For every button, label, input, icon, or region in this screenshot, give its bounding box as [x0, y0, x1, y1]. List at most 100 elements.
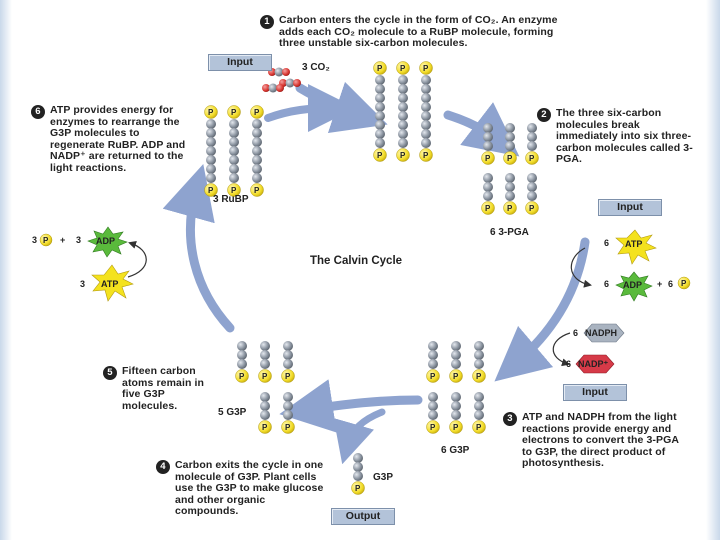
carbon-atom: [451, 401, 461, 411]
carbon-atom: [527, 191, 537, 201]
step-1-text: Carbon enters the cycle in the form of C…: [279, 14, 558, 49]
step-3-text: ATP and NADPH from the light reactions p…: [522, 411, 679, 469]
g3p-left-label: 5 G3P: [218, 407, 247, 418]
carbon-atom: [229, 146, 239, 156]
nadp-shape: [575, 354, 615, 374]
nadp-label: NADP⁺: [578, 359, 609, 369]
carbon-atom: [375, 129, 385, 139]
step-6-text: ATP provides energy for enzymes to rearr…: [50, 104, 186, 174]
phosphate-label: P: [254, 108, 260, 117]
phosphate-label: P: [262, 423, 268, 432]
phosphate-label: P: [285, 372, 291, 381]
arrow-g3p-to-left: [279, 379, 423, 433]
carbon-atom: [229, 155, 239, 165]
carbon-atom: [283, 359, 293, 369]
carbon-atom: [428, 341, 438, 351]
arrow-rubp-to-fixation: [264, 84, 356, 133]
phosphate-coefficient-left: 3: [32, 235, 37, 245]
phosphate-label: P: [507, 204, 513, 213]
cofactor-arrows: [127, 241, 592, 367]
carbon-atom: [474, 350, 484, 360]
phosphate-group: [204, 105, 218, 119]
carbon-atom: [375, 120, 385, 130]
carbon-atom: [474, 359, 484, 369]
phosphate-left: [39, 233, 53, 247]
phosphate-label: P: [529, 204, 535, 213]
phosphate-group: [227, 105, 241, 119]
phosphate-label: P: [231, 186, 237, 195]
phosphate-group: [525, 201, 539, 215]
adp-coefficient-left: 3: [76, 235, 81, 245]
carbon-atom: [398, 102, 408, 112]
input-box-nadph: Input: [563, 384, 627, 401]
phosphate-label: P: [208, 186, 214, 195]
carbon-atom: [206, 155, 216, 165]
step-4-number: 4: [156, 460, 170, 474]
phosphate-group: [250, 183, 264, 197]
carbon-atom: [206, 173, 216, 183]
phosphate-group: [449, 369, 463, 383]
phosphate-group: [373, 61, 387, 75]
carbon-atom: [237, 359, 247, 369]
carbon-atom: [229, 128, 239, 138]
phosphate-label: P: [453, 372, 459, 381]
carbon-atom: [398, 75, 408, 85]
pga-label: 6 3-PGA: [490, 227, 529, 238]
nadph-coefficient: 6: [573, 328, 578, 338]
nadp-coefficient: 6: [566, 359, 571, 369]
co2-label: 3 CO₂: [302, 62, 330, 73]
adp-star-left: [87, 226, 128, 258]
output-box: Output: [331, 508, 395, 525]
carbon-atom: [474, 341, 484, 351]
carbon-atom: [229, 164, 239, 174]
phosphate-group: [449, 420, 463, 434]
phosphate-label: P: [377, 151, 383, 160]
phosphate-group: [472, 369, 486, 383]
nadph-shape: [583, 323, 625, 343]
carbon-atom: [421, 84, 431, 94]
step-2-number: 2: [537, 108, 551, 122]
carbon-atom: [237, 350, 247, 360]
carbon-atom: [398, 138, 408, 148]
carbon-atom: [451, 410, 461, 420]
step-2-text: The three six-carbon molecules break imm…: [556, 107, 693, 165]
diagram-title: The Calvin Cycle: [310, 255, 402, 267]
carbon-atom: [483, 132, 493, 142]
carbon-atom: [283, 401, 293, 411]
phosphate-group: [503, 201, 517, 215]
phosphate-right: [677, 276, 691, 290]
phosphate-group: [258, 369, 272, 383]
carbon-atom: [353, 471, 363, 481]
step-5: 5 Fifteen carbon atoms remain in five G3…: [103, 365, 217, 412]
phosphate-group: [426, 369, 440, 383]
phosphate-group: [351, 481, 365, 495]
phosphate-label: P: [476, 423, 482, 432]
phosphate-label: P: [285, 423, 291, 432]
step-6: 6 ATP provides energy for enzymes to rea…: [31, 104, 192, 174]
carbon-atom: [483, 182, 493, 192]
step-3: 3 ATP and NADPH from the light reactions…: [503, 411, 682, 470]
carbon-atom: [375, 84, 385, 94]
carbon-atom: [428, 359, 438, 369]
arrow-right-descending: [494, 237, 590, 382]
carbon-atom: [206, 128, 216, 138]
carbon-atom: [527, 141, 537, 151]
carbon-atom: [229, 137, 239, 147]
carbon-atom: [229, 119, 239, 129]
arrow-atp-to-adp-right: [570, 247, 592, 288]
carbon-atom: [527, 132, 537, 142]
carbon-atom: [260, 392, 270, 402]
step-2: 2 The three six-carbon molecules break i…: [537, 107, 696, 166]
phosphate-coefficient-right: 6: [668, 279, 673, 289]
carbon-atom: [421, 138, 431, 148]
carbon-atom: [421, 102, 431, 112]
adp-label-left: ADP: [96, 236, 115, 246]
phosphate-label: P: [400, 151, 406, 160]
carbon-atom: [451, 341, 461, 351]
phosphate-group: [258, 420, 272, 434]
carbon-atom: [451, 359, 461, 369]
carbon-atom: [421, 75, 431, 85]
carbon-atom: [451, 392, 461, 402]
